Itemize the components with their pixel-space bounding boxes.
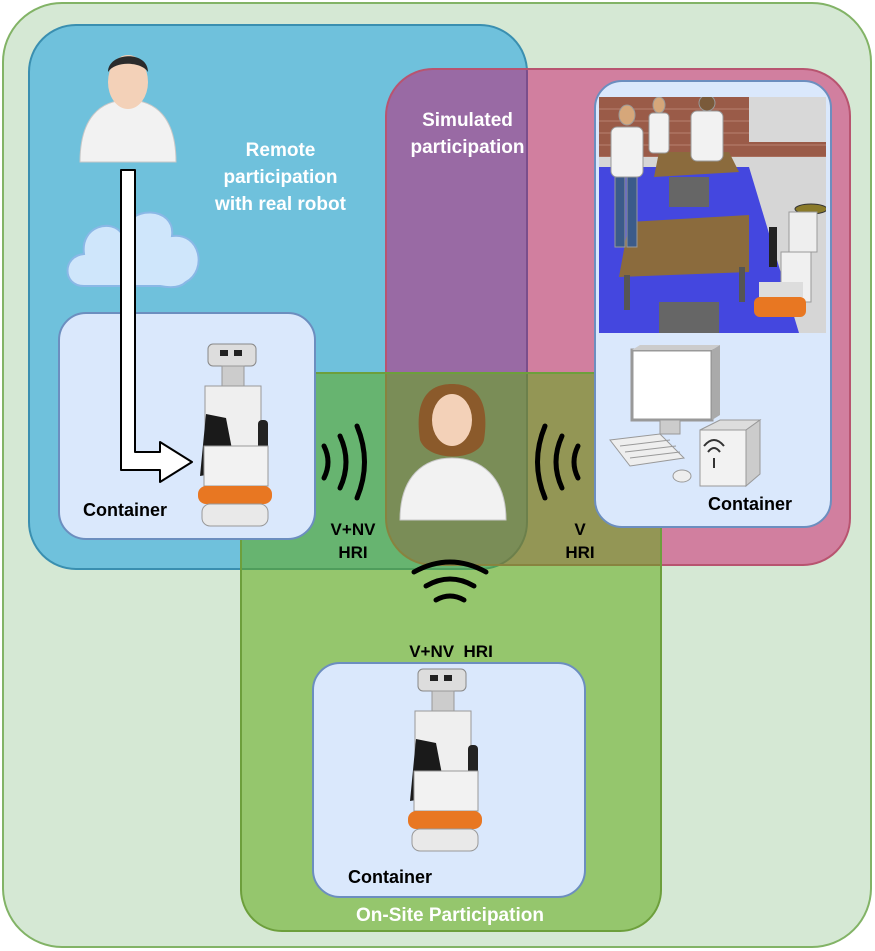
- sim-title-line-2: participation: [410, 137, 525, 158]
- desktop-computer-icon: [609, 345, 762, 488]
- sim-hri-label: V HRI: [550, 518, 610, 564]
- remote-container-label: Container: [83, 500, 168, 520]
- sim-title-line-1: Simulated: [422, 110, 513, 131]
- simulated-container-label: Container: [708, 494, 793, 514]
- remote-hri-label: V+NV HRI: [318, 518, 388, 564]
- robot-icon: [408, 668, 482, 852]
- participant-icon: [399, 384, 507, 521]
- signal-waves-icon: [321, 423, 367, 501]
- sim-hri-line-1: V: [574, 520, 586, 539]
- sim-hri-line-2: HRI: [565, 543, 595, 562]
- robot-icon: [198, 343, 272, 527]
- remote-container-box: [58, 312, 316, 540]
- remote-title-line-3: with real robot: [215, 194, 346, 215]
- onsite-participation-title: On-Site Participation: [356, 905, 544, 926]
- onsite-hri-label: V+NV HRI: [409, 642, 493, 661]
- signal-waves-icon: [535, 423, 581, 501]
- remote-title-line-2: participation: [223, 167, 338, 188]
- simulated-participation-title: Simulated participation: [395, 107, 540, 161]
- remote-participation-title: Remote participation with real robot: [188, 137, 373, 218]
- simulation-scene-image: [599, 97, 826, 333]
- remote-hri-line-1: V+NV: [330, 520, 376, 539]
- remote-user-icon: [79, 55, 177, 163]
- signal-waves-icon: [411, 559, 489, 603]
- data-flow-arrow: [120, 169, 193, 483]
- remote-hri-line-2: HRI: [338, 543, 368, 562]
- onsite-container-label: Container: [348, 867, 433, 887]
- remote-title-line-1: Remote: [245, 140, 316, 161]
